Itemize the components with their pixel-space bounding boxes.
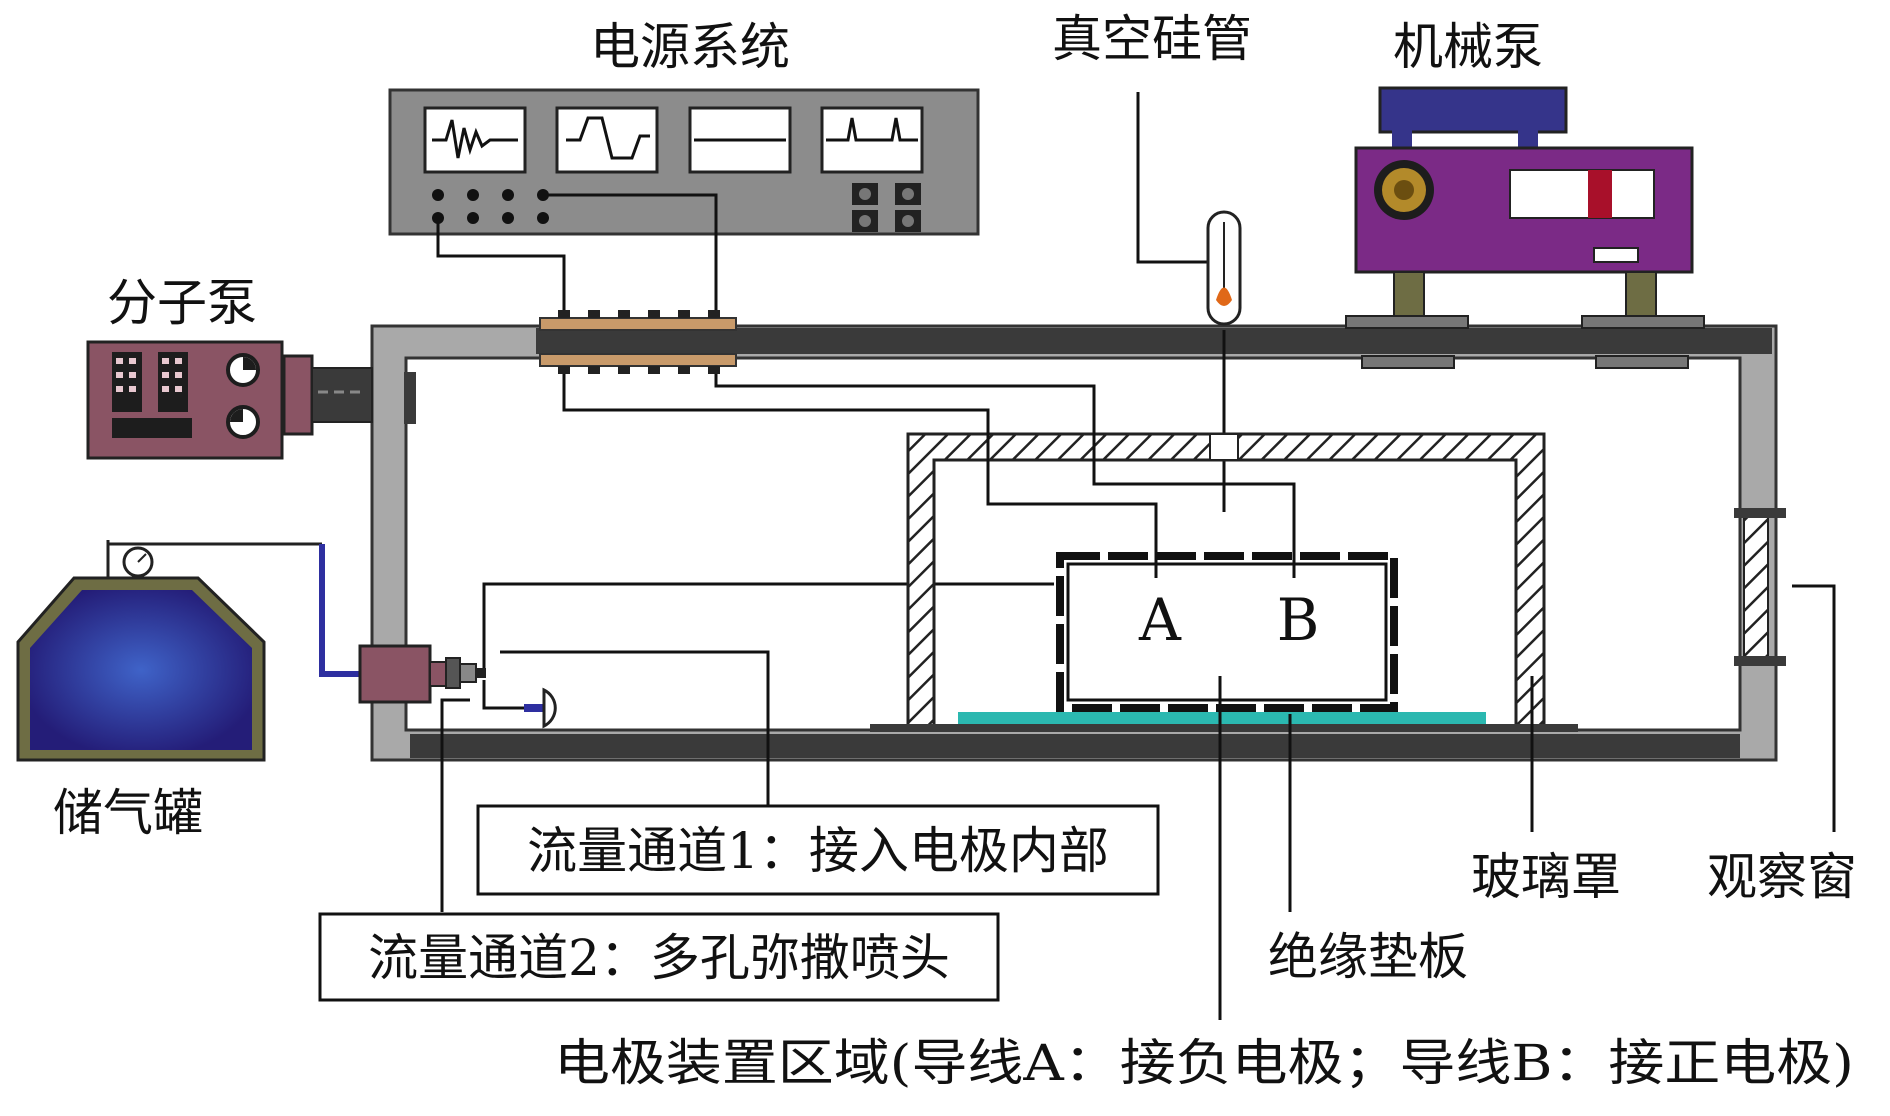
leader-observation-window bbox=[1792, 584, 1836, 832]
label-power-system: 电源系统 bbox=[590, 18, 790, 76]
wire-b-label: B bbox=[1277, 586, 1320, 654]
molecular-pump bbox=[86, 340, 373, 460]
vacuum-silicone-tube bbox=[1136, 92, 1242, 512]
chamber-bottom-plate bbox=[410, 734, 1740, 758]
electrode-device bbox=[1056, 552, 1398, 712]
wire-a-label: A bbox=[1138, 586, 1182, 654]
flow-channel-1-box bbox=[476, 804, 1160, 896]
pulse-waveform-icon bbox=[820, 106, 924, 174]
leader-flow-channel-2 bbox=[440, 698, 470, 912]
pressure-gauge-icon bbox=[122, 546, 154, 578]
molecular-pump-flange bbox=[404, 372, 416, 424]
electrical-feedthrough bbox=[539, 310, 737, 374]
chamber-top-plate bbox=[536, 328, 1772, 354]
noise-waveform-icon bbox=[423, 106, 527, 174]
base-plate bbox=[870, 724, 1578, 732]
label-flow-channel-1: 流量通道1：接入电极内部 bbox=[527, 822, 1109, 880]
label-vacuum-silicone-tube: 真空硅管 bbox=[1052, 10, 1252, 68]
power-knobs bbox=[852, 183, 921, 232]
label-molecular-pump: 分子泵 bbox=[107, 274, 257, 332]
gas-tank bbox=[16, 540, 360, 762]
mechanical-pump bbox=[1345, 86, 1705, 369]
power-system bbox=[388, 88, 980, 236]
electrode-wires bbox=[562, 374, 1296, 578]
gas-inlet-fitting bbox=[358, 582, 1054, 729]
shower-head-icon bbox=[542, 687, 557, 729]
leader-lines bbox=[440, 584, 1836, 1020]
label-electrode-area: 电极装置区域(导线A：接负电极；导线B：接正电极) bbox=[554, 1034, 1854, 1092]
label-glass-cover: 玻璃罩 bbox=[1471, 848, 1621, 906]
observation-window bbox=[1734, 508, 1786, 666]
power-wires bbox=[436, 193, 718, 310]
fan-icon bbox=[1374, 160, 1434, 220]
leader-flow-channel-1 bbox=[500, 650, 770, 806]
flow-channel-2-box bbox=[318, 912, 1000, 1002]
label-gas-tank: 储气罐 bbox=[53, 784, 203, 842]
square-waveform-icon bbox=[555, 106, 659, 174]
flat-line-icon bbox=[688, 106, 792, 174]
label-flow-channel-2: 流量通道2：多孔弥撒喷头 bbox=[368, 929, 950, 987]
label-insulating-plate: 绝缘垫板 bbox=[1268, 928, 1468, 986]
label-observation-window: 观察窗 bbox=[1707, 848, 1857, 906]
insulating-plate bbox=[958, 712, 1486, 724]
gauge-dial-icon bbox=[226, 353, 260, 439]
label-mechanical-pump: 机械泵 bbox=[1393, 18, 1543, 76]
